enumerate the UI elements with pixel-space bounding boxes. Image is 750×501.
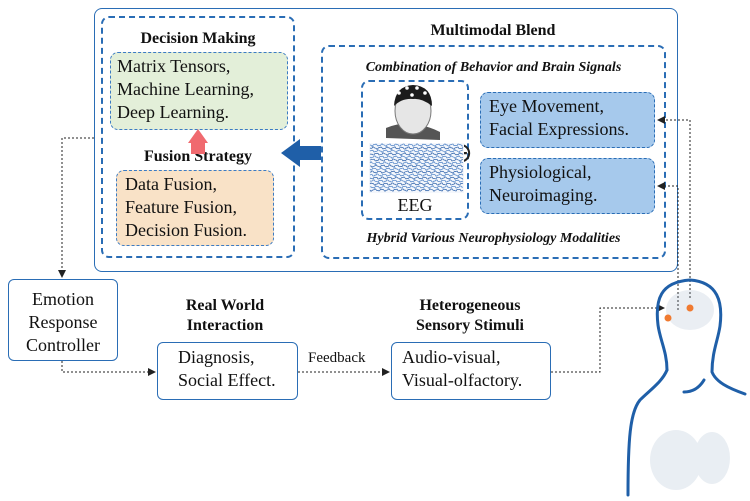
combination-caption: Combination of Behavior and Brain Signal… — [365, 60, 622, 75]
decision-line: Matrix Tensors, — [117, 56, 231, 76]
behavior-line: Eye Movement, — [489, 96, 604, 116]
brain-point-icon — [686, 304, 694, 312]
eeg-trace-line — [369, 185, 464, 189]
stimuli-line: Visual-olfactory. — [402, 370, 523, 390]
up-arrow-icon — [188, 129, 208, 154]
eeg-trace-line — [369, 170, 464, 174]
real-world-title-line: Real World — [185, 297, 265, 314]
decision-making-box: Matrix Tensors, Machine Learning, Deep L… — [110, 52, 288, 130]
fusion-line: Data Fusion, — [125, 174, 217, 194]
eeg-cap-head-icon — [386, 85, 440, 140]
decision-fusion-panel — [101, 16, 295, 258]
connector-to-behavior — [657, 116, 691, 298]
decision-making-title: Decision Making — [140, 30, 256, 47]
fusion-strategy-title: Fusion Strategy — [144, 148, 252, 165]
behavior-line: Facial Expressions. — [489, 119, 629, 139]
decision-line: Machine Learning, — [117, 79, 254, 99]
connector-to-human — [551, 304, 665, 373]
eeg-trace-line — [369, 167, 464, 171]
connector-to-real-world — [61, 361, 156, 376]
stimuli-title-line: Sensory Stimuli — [415, 317, 524, 334]
eeg-trace-line — [369, 158, 464, 162]
eeg-trace-line — [369, 152, 464, 156]
emotion-response-controller-box: Emotion Response Controller — [8, 279, 118, 361]
multimodal-blend-panel — [321, 45, 666, 259]
eeg-signal-traces — [369, 143, 464, 193]
hybrid-caption: Hybrid Various Neurophysiology Modalitie… — [366, 231, 621, 246]
real-world-line: Diagnosis, — [178, 347, 255, 367]
brain-point-icon — [664, 314, 672, 322]
eeg-trace-line — [369, 188, 464, 192]
real-world-line: Social Effect. — [178, 370, 276, 390]
controller-line: Response — [28, 312, 98, 332]
eeg-trace-line — [369, 146, 464, 150]
eeg-panel — [361, 80, 469, 220]
physio-line: Physiological, — [489, 162, 592, 182]
real-world-interaction-box: Diagnosis, Social Effect. — [157, 342, 298, 400]
physio-line: Neuroimaging. — [489, 185, 598, 205]
human-body-icon — [626, 278, 747, 497]
eeg-trace-line — [369, 176, 464, 180]
real-world-title-line: Interaction — [186, 317, 264, 334]
eeg-label: EEG — [397, 195, 433, 215]
eeg-trace-line — [369, 143, 464, 147]
sensory-stimuli-title: Heterogeneous Sensory Stimuli — [388, 296, 552, 336]
stimuli-line: Audio-visual, — [402, 347, 501, 367]
eeg-trace-line — [369, 149, 464, 153]
fusion-line: Decision Fusion. — [125, 220, 248, 240]
connector-to-physiological — [657, 182, 679, 310]
feedback-label: Feedback — [308, 350, 366, 366]
framework-container — [94, 8, 678, 272]
controller-line: Controller — [26, 335, 100, 355]
physiological-signals-box: Physiological, Neuroimaging. — [480, 158, 655, 214]
decision-line: Deep Learning. — [117, 102, 229, 122]
eeg-trace-line — [369, 155, 464, 159]
fusion-strategy-box: Data Fusion, Feature Fusion, Decision Fu… — [116, 170, 274, 246]
fusion-line: Feature Fusion, — [125, 197, 237, 217]
multimodal-blend-title: Multimodal Blend — [430, 22, 556, 39]
eeg-trace-line — [369, 161, 464, 165]
eeg-trace-line — [369, 179, 464, 183]
stimuli-title-line: Heterogeneous — [419, 297, 521, 314]
eeg-trace-line — [369, 173, 464, 177]
controller-line: Emotion — [32, 289, 94, 309]
behavior-signals-box: Eye Movement, Facial Expressions. — [480, 92, 655, 148]
sensory-stimuli-box: Audio-visual, Visual-olfactory. — [391, 342, 551, 400]
eeg-trace-line — [369, 164, 464, 168]
real-world-interaction-title: Real World Interaction — [150, 296, 300, 336]
eeg-trace-line — [369, 182, 464, 186]
connector-to-controller — [58, 137, 94, 278]
left-arrow-icon — [281, 139, 321, 167]
